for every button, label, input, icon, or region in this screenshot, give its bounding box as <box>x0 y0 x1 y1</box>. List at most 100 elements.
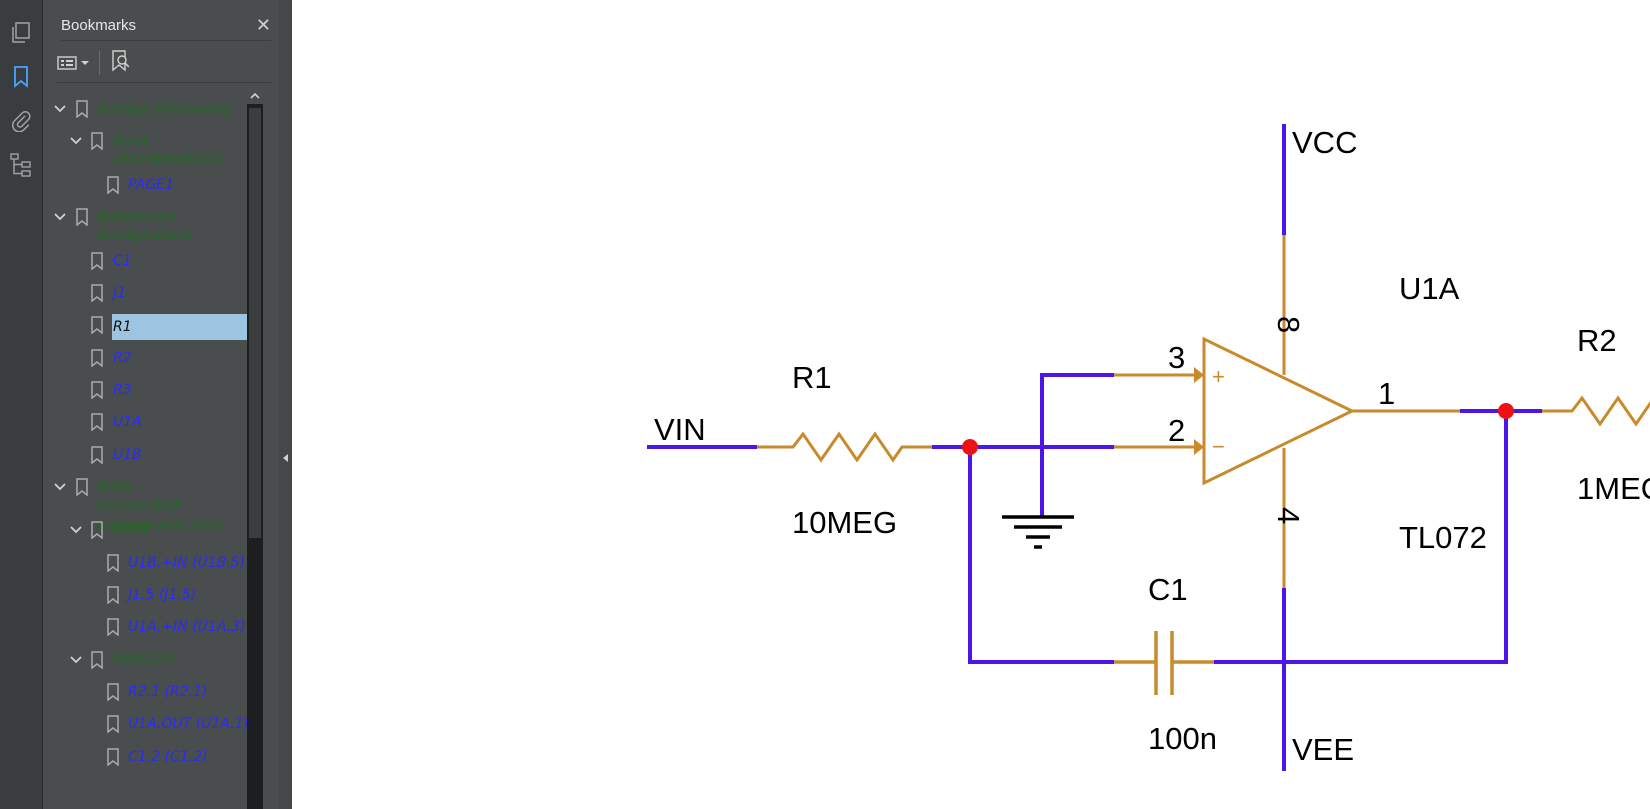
bookmark-label: C1 <box>113 253 132 269</box>
bookmark-label: J1.5 (J1.5) <box>128 587 197 603</box>
bookmark-label: U1A.OUT (U1A.1) <box>128 716 249 732</box>
bookmark-icon <box>107 554 119 572</box>
bookmark-nets[interactable]: Nets - Connected component pins <box>43 472 261 533</box>
bookmark-icon <box>91 413 103 431</box>
label-pin-2: 2 <box>1168 413 1185 448</box>
bookmark-label: J1 <box>113 285 127 301</box>
structure-icon[interactable] <box>6 150 36 180</box>
bookmark-r2[interactable]: R2 <box>43 343 261 377</box>
bookmark-label: Design Hierarchy <box>97 101 233 117</box>
chevron-down-icon[interactable] <box>69 653 83 667</box>
bookmark-label: Root (SCHEMATIC1) <box>113 133 226 168</box>
bookmark-page1[interactable]: PAGE1 <box>43 170 261 204</box>
options-menu-icon[interactable] <box>57 55 89 71</box>
label-vee: VEE <box>1292 732 1354 767</box>
label-c1-ref: C1 <box>1148 572 1188 607</box>
scroll-thumb[interactable] <box>249 108 261 538</box>
panel-header: Bookmarks ✕ <box>61 10 271 41</box>
bookmark-label: PAGE1 <box>128 177 174 193</box>
pages-icon[interactable] <box>6 18 36 48</box>
label-r1-value: 10MEG <box>792 505 897 540</box>
bookmark-u1b[interactable]: U1B <box>43 440 261 474</box>
bookmark-j1-5[interactable]: J1.5 (J1.5) <box>43 580 261 614</box>
chevron-down-icon[interactable] <box>53 210 67 224</box>
bookmark-c1-2[interactable]: C1.2 (C1.2) <box>43 742 261 776</box>
bookmark-icon <box>107 618 119 636</box>
bookmark-reference-designators[interactable]: Reference Designators <box>43 202 261 248</box>
bookmark-icon <box>91 349 103 367</box>
bookmark-tree: Design Hierarchy Root (SCHEMATIC1) PAGE1… <box>43 88 261 809</box>
bookmark-u1a-out[interactable]: U1A.OUT (U1A.1) <box>43 709 261 743</box>
label-pin-4: 4 <box>1271 507 1306 524</box>
pin-2-arrow <box>1194 439 1204 455</box>
toolbar-divider <box>99 51 100 75</box>
bookmark-icon <box>76 100 88 118</box>
bookmark-u1a-in[interactable]: U1A.+IN (U1A.3) <box>43 612 261 646</box>
bookmark-label-selected: R1 <box>112 314 247 340</box>
bookmark-icon <box>107 586 119 604</box>
bookmark-label: U1A.+IN (U1A.3) <box>128 619 246 635</box>
bookmark-root[interactable]: Root (SCHEMATIC1) <box>43 126 261 172</box>
bookmark-icon <box>76 478 88 496</box>
bookmark-label: C1.2 (C1.2) <box>128 749 208 765</box>
scroll-up-icon[interactable] <box>247 88 263 104</box>
collapse-panel-icon[interactable] <box>279 451 292 465</box>
bookmark-label: R2 <box>113 350 132 366</box>
bookmark-icon <box>107 748 119 766</box>
bookmark-icon <box>107 715 119 733</box>
opamp-u1a <box>1202 336 1356 486</box>
resistor-r2 <box>1542 395 1650 427</box>
chevron-down-icon[interactable] <box>69 523 83 537</box>
bookmark-label: R3 <box>113 382 132 398</box>
bookmark-c1[interactable]: C1 <box>43 246 261 280</box>
bookmark-u1b-in[interactable]: U1B.+IN (U1B.5) <box>43 548 261 582</box>
document-canvas[interactable]: + − VCC VEE VIN R1 10MEG R2 1MEG C1 100n… <box>292 0 1650 809</box>
label-pin-3: 3 <box>1168 340 1185 375</box>
bookmark-j1[interactable]: J1 <box>43 278 261 312</box>
schematic-drawing: + − VCC VEE VIN R1 10MEG R2 1MEG C1 100n… <box>647 124 1650 771</box>
opamp-minus-sign: − <box>1212 434 1225 459</box>
pin-3-arrow <box>1194 367 1204 383</box>
bookmark-label: GND <box>113 522 148 538</box>
bookmark-r2-1[interactable]: R2.1 (R2.1) <box>43 677 261 711</box>
bookmark-r3[interactable]: R3 <box>43 375 261 409</box>
bookmark-label: Reference Designators <box>97 209 193 244</box>
chevron-down-icon[interactable] <box>53 480 67 494</box>
bookmark-icon <box>91 316 103 334</box>
bookmark-n00229[interactable]: N00229 <box>43 645 261 679</box>
label-c1-value: 100n <box>1148 721 1217 756</box>
bookmark-icon[interactable] <box>6 62 36 92</box>
bookmark-label: Nets - Connected component pins <box>97 479 224 533</box>
navigation-rail <box>0 0 43 809</box>
bookmark-design-hierarchy[interactable]: Design Hierarchy <box>43 94 261 128</box>
attachment-icon[interactable] <box>6 106 36 136</box>
bookmark-icon <box>91 651 103 669</box>
label-vin: VIN <box>654 412 706 447</box>
bookmark-label: R2.1 (R2.1) <box>128 684 208 700</box>
label-pin-1: 1 <box>1378 376 1395 411</box>
resistor-r1 <box>757 431 932 463</box>
chevron-down-icon[interactable] <box>69 134 83 148</box>
bookmark-label: U1B.+IN (U1B.5) <box>128 555 246 571</box>
bookmark-icon <box>91 132 103 150</box>
chevron-down-icon[interactable] <box>53 102 67 116</box>
label-pin-8: 8 <box>1271 316 1306 333</box>
panel-splitter[interactable] <box>279 0 292 809</box>
bookmark-label: U1A <box>113 414 142 430</box>
bookmark-u1a[interactable]: U1A <box>43 407 261 441</box>
bookmark-gnd[interactable]: GND <box>43 515 261 549</box>
label-r1-ref: R1 <box>792 360 832 395</box>
bookmark-toolbar <box>57 44 271 83</box>
label-r2-value: 1MEG <box>1577 471 1650 506</box>
find-bookmark-icon[interactable] <box>110 49 130 77</box>
bookmark-r1[interactable]: R1 <box>43 310 261 344</box>
bookmark-scrollbar[interactable] <box>247 88 263 809</box>
capacitor-c1 <box>1114 631 1214 695</box>
close-icon[interactable]: ✕ <box>255 14 271 35</box>
opamp-plus-sign: + <box>1212 364 1225 389</box>
bookmark-icon <box>91 521 103 539</box>
label-u1a-value: TL072 <box>1399 520 1487 555</box>
wire-ground <box>1040 373 1114 517</box>
ground-symbol <box>1002 515 1074 549</box>
panel-title: Bookmarks <box>61 16 137 34</box>
